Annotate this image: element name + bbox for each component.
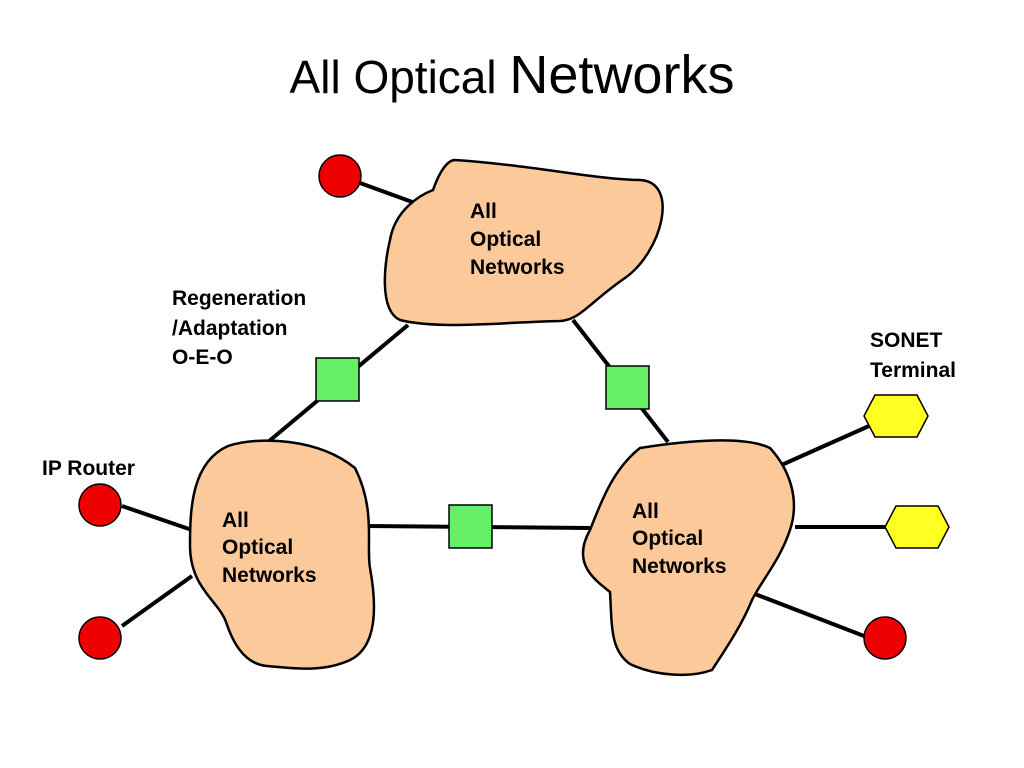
sonet-line1: SONET bbox=[870, 329, 943, 352]
cloud-left-label: All Optical Networks bbox=[222, 509, 317, 587]
cloud-right-line3: Networks bbox=[632, 555, 727, 578]
regenerator-box-bottom bbox=[448, 504, 493, 549]
ip-router-left-upper bbox=[78, 483, 122, 527]
ip-router-left-lower bbox=[78, 616, 122, 660]
cloud-right-label: All Optical Networks bbox=[632, 500, 727, 578]
cloud-top-line2: Optical bbox=[470, 228, 541, 251]
sonet-terminal-upper bbox=[863, 394, 929, 438]
title-part-2: Networks bbox=[509, 45, 735, 105]
sonet-line2: Terminal bbox=[870, 359, 956, 382]
regeneration-line2: /Adaptation bbox=[172, 317, 288, 340]
sonet-terminal-lower bbox=[884, 505, 950, 549]
regeneration-line1: Regeneration bbox=[172, 287, 306, 310]
link-router-right bbox=[754, 592, 865, 638]
cloud-top-line3: Networks bbox=[470, 256, 565, 279]
cloud-top bbox=[383, 158, 664, 327]
sonet-label: SONET Terminal bbox=[870, 329, 956, 382]
regeneration-line3: O-E-O bbox=[172, 346, 233, 369]
cloud-right-line2: Optical bbox=[632, 527, 703, 550]
cloud-left-line2: Optical bbox=[222, 536, 293, 559]
page-title: All Optical Networks bbox=[0, 48, 1024, 102]
regenerator-box-left bbox=[315, 357, 360, 402]
link-sonet-upper bbox=[776, 420, 879, 469]
ip-router-top bbox=[318, 154, 362, 198]
cloud-top-label: All Optical Networks bbox=[470, 200, 565, 279]
link-router-left-upper bbox=[121, 504, 193, 532]
ip-router-right bbox=[863, 616, 907, 660]
cloud-right bbox=[581, 439, 796, 677]
cloud-right-line1: All bbox=[632, 500, 659, 523]
cloud-left-line1: All bbox=[222, 509, 249, 532]
regenerator-box-right bbox=[605, 365, 650, 410]
cloud-top-line1: All bbox=[470, 200, 497, 223]
ip-router-label: IP Router bbox=[42, 457, 135, 480]
cloud-left-line3: Networks bbox=[222, 564, 317, 587]
cloud-left bbox=[188, 439, 376, 670]
title-part-1: All Optical bbox=[289, 51, 510, 103]
regeneration-label: Regeneration /Adaptation O-E-O bbox=[172, 287, 312, 369]
link-router-left-lower bbox=[120, 574, 194, 628]
